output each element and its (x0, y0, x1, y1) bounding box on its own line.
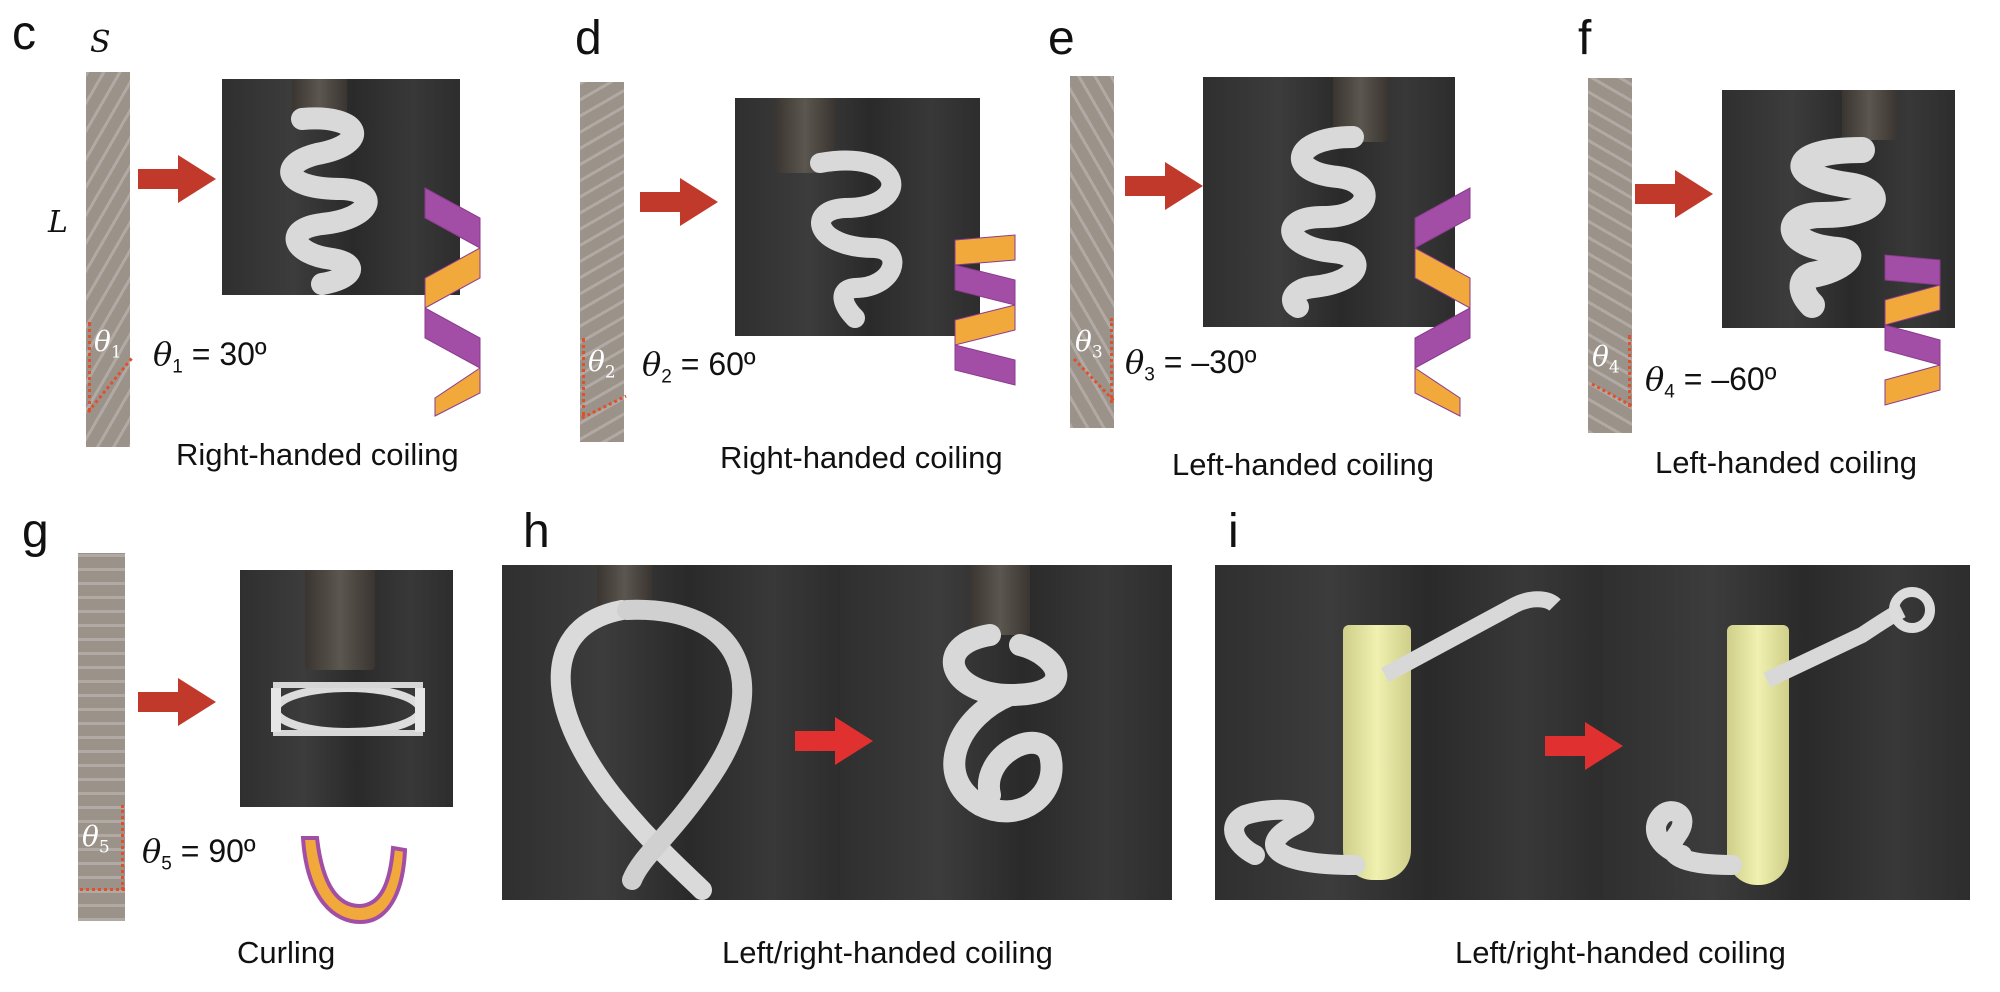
equation-g: θ5 = 90º (142, 832, 256, 875)
film-strip-g (78, 553, 125, 921)
angle-guide-diag-c (86, 357, 134, 413)
angle-guide-f (1628, 335, 1631, 407)
strip-angle-label-f: θ4 (1592, 340, 1620, 378)
caption-i: Left/right-handed coiling (1455, 935, 1786, 970)
panel-label-h: h (523, 505, 550, 558)
photo-d (735, 98, 980, 336)
helix-icon-f (1884, 254, 1941, 406)
panel-label-i: i (1228, 505, 1239, 558)
arrow-icon-d (640, 178, 718, 226)
photo-e (1203, 77, 1455, 327)
panel-label-c: c (12, 7, 36, 60)
caption-c: Right-handed coiling (176, 437, 459, 472)
film-strip-c (86, 72, 130, 447)
arrow-icon-g (138, 678, 216, 726)
caption-g: Curling (237, 935, 336, 970)
photo-c (222, 79, 460, 295)
axis-label-L: L (48, 205, 68, 240)
helix-icon-e (1414, 187, 1471, 417)
panel-label-g: g (22, 505, 49, 558)
arrow-icon-c (138, 155, 216, 203)
strip-angle-label-d: θ2 (588, 345, 616, 383)
photo-i-left (1215, 565, 1602, 900)
strip-angle-label-g: θ5 (82, 820, 110, 858)
angle-guide-c (88, 322, 91, 412)
angle-guide-diag-d (581, 394, 627, 420)
axis-label-s: S (90, 25, 111, 60)
arrow-icon-h (795, 717, 873, 765)
helix-icon-d (954, 234, 1016, 386)
photo-h-right (840, 565, 1172, 900)
film-strip-e (1070, 76, 1114, 428)
caption-f: Left-handed coiling (1655, 445, 1917, 480)
equation-f: θ4 = –60º (1645, 360, 1777, 403)
equation-c: θ1 = 30º (153, 335, 267, 378)
caption-e: Left-handed coiling (1172, 447, 1434, 482)
panel-label-e: e (1048, 12, 1075, 65)
arrow-icon-f (1635, 170, 1713, 218)
arrow-icon-e (1125, 162, 1203, 210)
angle-guide-d (582, 338, 585, 416)
equation-d: θ2 = 60º (642, 345, 756, 388)
angle-guide-g (121, 805, 124, 890)
photo-h-left (502, 565, 840, 900)
panel-label-d: d (575, 12, 602, 65)
photo-i-right (1602, 565, 1970, 900)
strip-angle-label-e: θ3 (1075, 325, 1103, 363)
angle-guide-e (1110, 318, 1113, 403)
angle-guide-diag-e (1072, 357, 1116, 403)
film-strip-d (580, 82, 624, 442)
film-strip-f (1588, 78, 1632, 433)
arrow-icon-i (1545, 722, 1623, 770)
angle-guide-diag-f (1591, 382, 1633, 408)
photo-f (1722, 90, 1955, 328)
angle-guide-base-g (80, 888, 125, 891)
strip-angle-label-c: θ1 (94, 325, 122, 363)
photo-g (240, 570, 453, 807)
helix-icon-c (424, 187, 481, 417)
caption-h: Left/right-handed coiling (722, 935, 1053, 970)
curl-icon-g (300, 836, 408, 925)
panel-label-f: f (1578, 12, 1592, 65)
caption-d: Right-handed coiling (720, 440, 1003, 475)
equation-e: θ3 = –30º (1125, 343, 1257, 386)
